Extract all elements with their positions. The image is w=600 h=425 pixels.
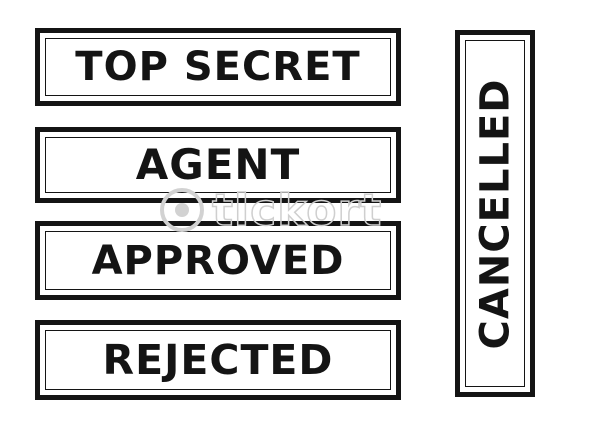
stamp-label-cancelled: CANCELLED	[472, 78, 519, 349]
stamp-label-top-secret: TOP SECRET	[75, 44, 361, 90]
stamp-agent: AGENT	[35, 127, 401, 203]
stamp-label-rejected: REJECTED	[102, 335, 334, 384]
stamp-inner-frame: AGENT	[45, 137, 391, 193]
stamp-inner-frame: REJECTED	[45, 330, 391, 390]
stamp-approved: APPROVED	[35, 221, 401, 300]
stamp-inner-frame: CANCELLED	[465, 40, 525, 387]
stamp-inner-frame: TOP SECRET	[45, 38, 391, 96]
stamp-label-approved: APPROVED	[91, 237, 345, 284]
stamp-rejected: REJECTED	[35, 320, 401, 400]
stamp-top-secret: TOP SECRET	[35, 28, 401, 106]
stamp-label-agent: AGENT	[135, 140, 301, 189]
stamp-inner-frame: APPROVED	[45, 231, 391, 290]
stamp-cancelled: CANCELLED	[455, 30, 535, 397]
